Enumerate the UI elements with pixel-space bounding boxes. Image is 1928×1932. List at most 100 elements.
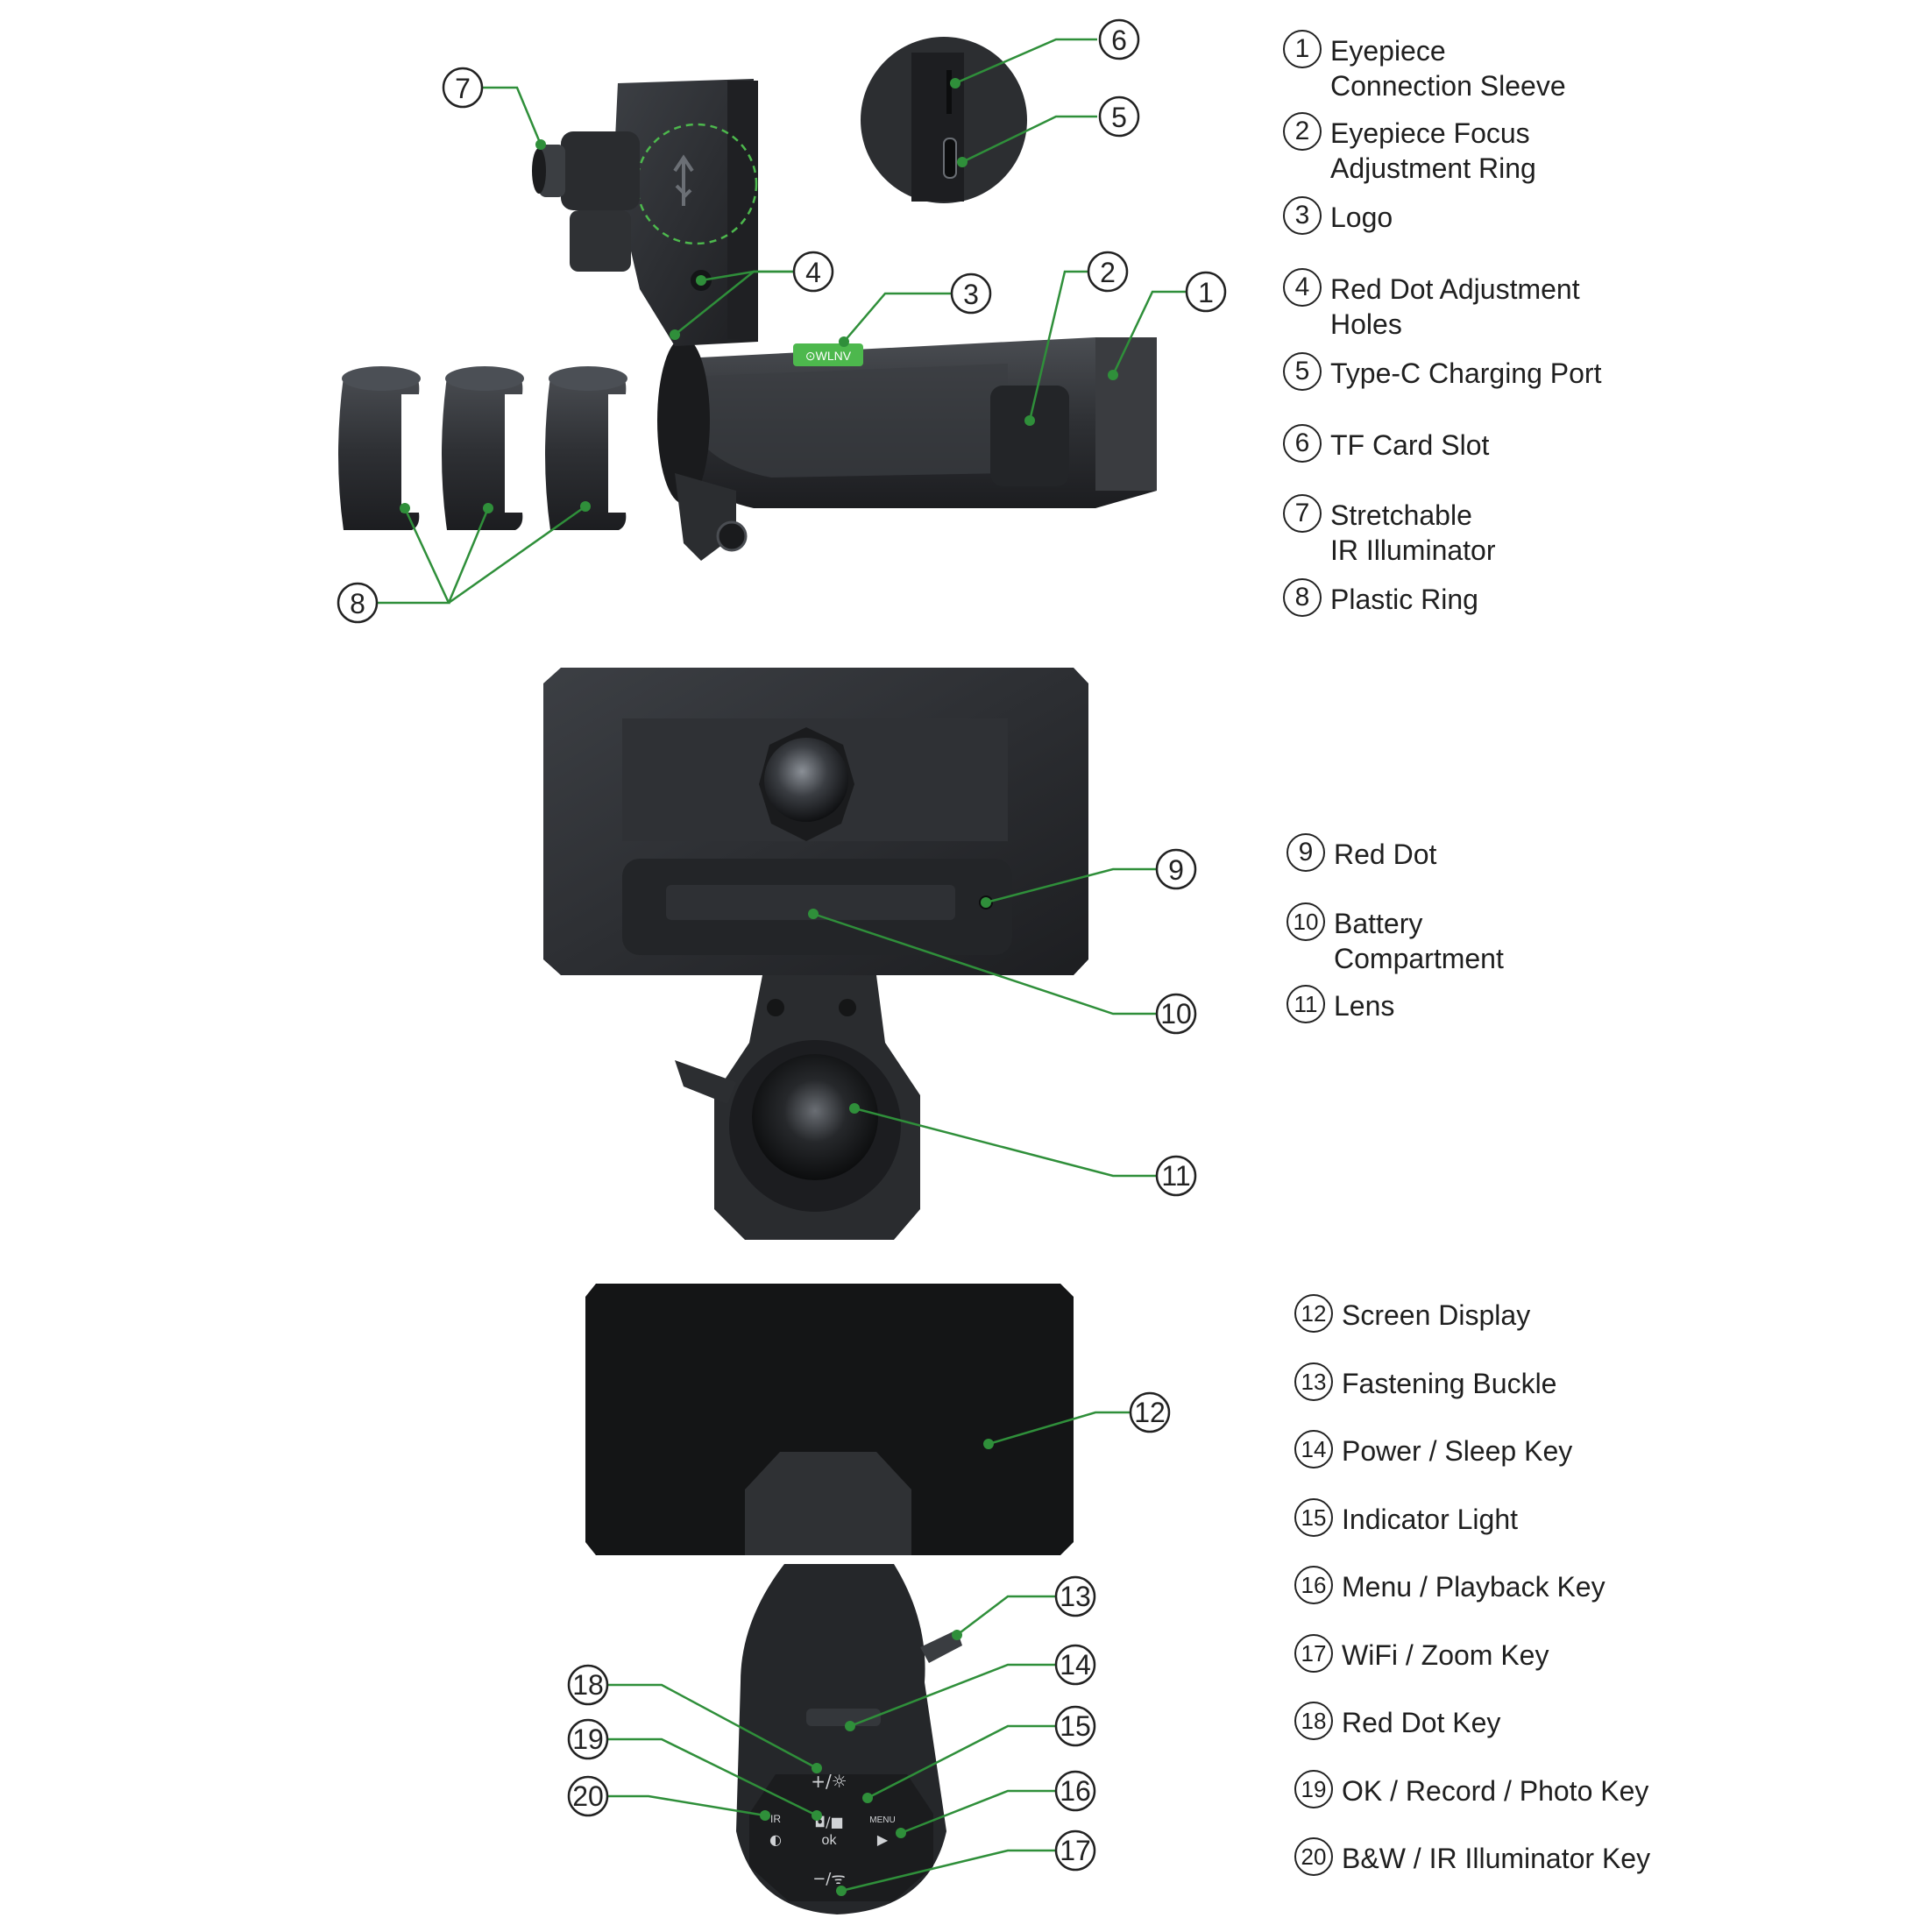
key-menu-label: MENU — [869, 1815, 895, 1825]
side-callouts: 7 6 5 4 3 2 1 8 — [337, 18, 1227, 624]
legend-num-15: 15 — [1294, 1498, 1333, 1537]
callout-4 — [792, 251, 834, 293]
tf-card-slot — [946, 70, 952, 114]
legend-label-14: Power / Sleep Key — [1342, 1435, 1573, 1467]
key-ok[interactable]: ok — [822, 1833, 838, 1848]
side-view: ⊙WLNV — [337, 18, 1227, 624]
legend-num-9: 9 — [1287, 833, 1325, 872]
rear-callouts: 12 13 14 15 16 17 18 19 20 — [567, 1391, 1171, 1872]
legend-item-16: 16 Menu / Playback Key — [1294, 1566, 1605, 1604]
legend-item-12: 12 Screen Display — [1294, 1294, 1531, 1333]
legend-num-12: 12 — [1294, 1294, 1333, 1333]
legend-item-15: 15 Indicator Light — [1294, 1498, 1519, 1537]
legend-num-5: 5 — [1283, 352, 1322, 391]
legend-num-2: 2 — [1283, 112, 1322, 151]
callout-3-num: 3 — [963, 279, 979, 310]
callout-13-num: 13 — [1060, 1581, 1091, 1612]
legend-label-10: Battery Compartment — [1334, 908, 1504, 974]
callout-9-num: 9 — [1168, 854, 1184, 886]
legend-item-8: 8 Plastic Ring — [1283, 578, 1478, 617]
front-leaders — [808, 867, 1157, 1178]
callout-20-num: 20 — [572, 1780, 604, 1812]
legend-num-20: 20 — [1294, 1837, 1333, 1876]
callout-8-num: 8 — [350, 588, 365, 619]
callout-11-num: 11 — [1161, 1160, 1190, 1192]
key-ir-label: IR — [770, 1813, 781, 1825]
key-brightness-up[interactable]: +/☼ — [811, 1771, 847, 1792]
callout-1 — [1185, 271, 1227, 313]
port-inset — [861, 37, 1027, 203]
legend-num-14: 14 — [1294, 1430, 1333, 1468]
legend-num-6: 6 — [1283, 424, 1322, 463]
front-callouts: 9 10 11 — [1155, 848, 1197, 1197]
legend-num-13: 13 — [1294, 1362, 1333, 1401]
plastic-ring-2 — [442, 366, 524, 530]
legend-label-18: Red Dot Key — [1342, 1707, 1501, 1738]
callout-6-num: 6 — [1111, 25, 1127, 56]
legend-num-7: 7 — [1283, 494, 1322, 533]
callout-17-num: 17 — [1060, 1835, 1091, 1866]
callout-1-num: 1 — [1198, 277, 1214, 308]
main-tube: ⊙WLNV — [657, 337, 1157, 561]
legend-label-16: Menu / Playback Key — [1342, 1571, 1605, 1603]
legend-num-4: 4 — [1283, 268, 1322, 307]
screen-display — [585, 1284, 1074, 1555]
key-wifi-zoom[interactable]: −/ᯤ — [812, 1870, 846, 1888]
callout-6 — [1098, 18, 1140, 60]
legend-item-18: 18 Red Dot Key — [1294, 1702, 1501, 1740]
legend-label-7: Stretchable IR Illuminator — [1330, 499, 1496, 566]
legend-label-9: Red Dot — [1334, 839, 1437, 870]
legend-num-16: 16 — [1294, 1566, 1333, 1604]
key-menu-playback[interactable]: ▶ — [877, 1831, 889, 1848]
legend-num-18: 18 — [1294, 1702, 1333, 1740]
legend-num-8: 8 — [1283, 578, 1322, 617]
legend-label-1: Eyepiece Connection Sleeve — [1330, 35, 1566, 102]
callout-7 — [442, 67, 484, 109]
legend-num-1: 1 — [1283, 30, 1322, 68]
legend-label-11: Lens — [1334, 990, 1395, 1022]
callout-3 — [950, 272, 992, 315]
eyepiece-sleeve — [1095, 337, 1157, 491]
type-c-port — [943, 138, 957, 179]
legend-label-19: OK / Record / Photo Key — [1342, 1775, 1649, 1807]
legend-label-3: Logo — [1330, 202, 1393, 233]
callout-16-num: 16 — [1060, 1775, 1091, 1807]
legend-num-11: 11 — [1287, 985, 1325, 1023]
key-record-photo[interactable]: ◘/■ — [814, 1814, 843, 1830]
legend-num-10: 10 — [1287, 902, 1325, 941]
side-leaders — [377, 38, 1187, 605]
legend-label-12: Screen Display — [1342, 1299, 1531, 1331]
legend-label-4: Red Dot Adjustment Holes — [1330, 273, 1580, 340]
callout-2 — [1087, 251, 1129, 293]
logo-text: ⊙WLNV — [805, 349, 852, 363]
callout-14-num: 14 — [1060, 1649, 1091, 1681]
callout-4-num: 4 — [805, 257, 821, 288]
focus-ring — [990, 386, 1069, 486]
legend-label-8: Plastic Ring — [1330, 584, 1478, 615]
legend-label-15: Indicator Light — [1342, 1504, 1519, 1535]
legend-item-11: 11 Lens — [1287, 985, 1395, 1023]
logo-badge — [793, 343, 863, 366]
legend-label-6: TF Card Slot — [1330, 429, 1490, 461]
callout-7-num: 7 — [455, 73, 471, 104]
ir-lens — [764, 738, 848, 822]
key-ir-illuminator[interactable]: ◐ — [769, 1831, 782, 1848]
plastic-ring-3 — [545, 366, 627, 530]
callout-12-num: 12 — [1134, 1397, 1166, 1428]
fastening-buckle — [920, 1630, 962, 1663]
callout-15-num: 15 — [1060, 1710, 1091, 1742]
callout-2-num: 2 — [1100, 257, 1116, 288]
legend-num-17: 17 — [1294, 1634, 1333, 1673]
keypad-labels: +/☼ IR ◐ ◘/■ ok MENU ▶ −/ᯤ — [769, 1771, 896, 1888]
